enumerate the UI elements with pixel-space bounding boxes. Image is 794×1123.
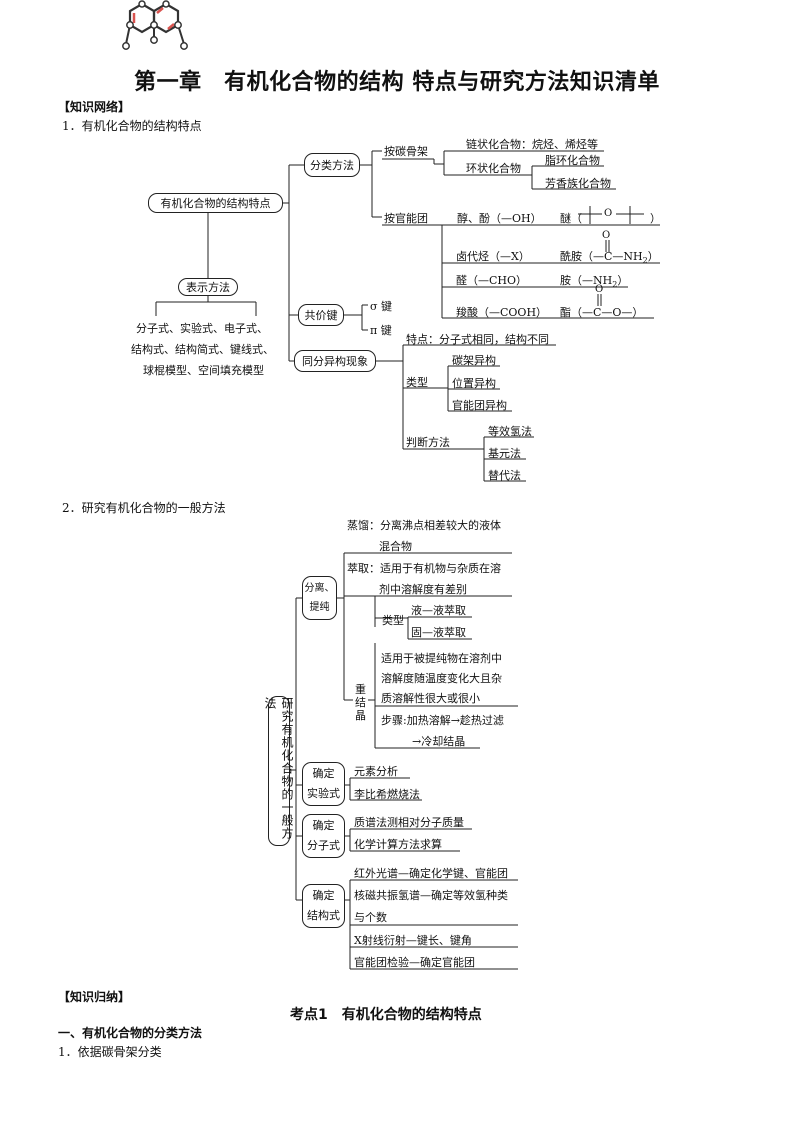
structure-method-3: X射线衍射—键长、键角 <box>354 934 472 947</box>
empirical-formula-node: 确定 实验式 <box>302 762 345 806</box>
represent-items-1: 分子式、实验式、电子式、 <box>136 322 268 335</box>
sub-heading-1: 一、有机化合物的分类方法 <box>58 1026 203 1040</box>
structure-method-2b: 与个数 <box>354 911 387 924</box>
recryst-line-1: 适用于被提纯物在溶剂中 <box>381 652 502 665</box>
alcohol-phenol-label: 醇、酚（—OH） <box>457 212 542 225</box>
recryst-line-2: 溶解度随温度变化大且杂 <box>381 672 502 685</box>
molecular-method-2: 化学计算方法求算 <box>354 838 442 851</box>
structure-method-1: 红外光谱—确定化学键、官能团 <box>354 867 508 880</box>
represent-items-3: 球棍模型、空间填充模型 <box>143 364 264 377</box>
judge-method-3: 替代法 <box>488 469 521 482</box>
alicyclic-label: 脂环化合物 <box>545 154 600 167</box>
ester-o-atom: O <box>595 284 604 295</box>
kaodian-heading: 考点1 有机化合物的结构特点 <box>290 1007 482 1023</box>
recryst-line-3: 质溶解性很大或很小 <box>381 692 480 705</box>
classify-node: 分类方法 <box>304 153 360 177</box>
ester-label: 酯（—C—O—） <box>560 306 644 319</box>
sub-heading-1-1: 1．依据碳骨架分类 <box>58 1045 162 1059</box>
pi-bond-label: π 键 <box>370 324 392 337</box>
recryst-label: 重结晶 <box>355 683 366 722</box>
extract-type-1: 液—液萃取 <box>411 604 466 617</box>
amide-label: 酰胺（—C—NH2） <box>560 250 659 266</box>
section-network-label: 【知识网络】 <box>58 100 131 114</box>
halide-label: 卤代烃（—X） <box>456 250 530 263</box>
recryst-step-2: →冷却结晶 <box>412 735 466 748</box>
page-title: 第一章 有机化合物的结构 特点与研究方法知识清单 <box>134 70 660 95</box>
recryst-step-1: 步骤:加热溶解→趁热过滤 <box>381 714 504 727</box>
ring-compound-label: 环状化合物 <box>466 162 521 175</box>
isomer-type-1: 碳架异构 <box>452 354 496 367</box>
naphthalene-logo-icon <box>122 0 188 50</box>
empirical-method-1: 元素分析 <box>354 765 398 778</box>
molecular-method-1: 质谱法测相对分子质量 <box>354 816 464 829</box>
empirical-method-2: 李比希燃烧法 <box>354 788 420 801</box>
judge-method-2: 基元法 <box>488 447 521 460</box>
by-skeleton-label: 按碳骨架 <box>384 145 428 158</box>
judge-method-1: 等效氢法 <box>488 425 532 438</box>
map1-root-node: 有机化合物的结构特点 <box>148 193 283 213</box>
isomer-type-2: 位置异构 <box>452 377 496 390</box>
isomer-type-3: 官能团异构 <box>452 399 507 412</box>
ether-o-atom: O <box>604 208 613 219</box>
ether-suffix: ） <box>650 212 661 225</box>
chain-compound-label: 链状化合物：烷烃、烯烃等 <box>466 138 598 151</box>
molecular-formula-node: 确定 分子式 <box>302 814 345 858</box>
structure-method-2: 核磁共振氢谱—确定等效氢种类 <box>354 889 508 902</box>
extract-line-1: 萃取：适用于有机物与杂质在溶 <box>347 562 501 575</box>
item-1-heading: 1．有机化合物的结构特点 <box>62 119 202 133</box>
amine-label: 胺（—NH2） <box>560 274 629 290</box>
distill-line-2: 混合物 <box>379 540 412 553</box>
map1-connectors <box>155 150 660 482</box>
aromatic-label: 芳香族化合物 <box>545 177 611 190</box>
extract-type-label: 类型 <box>382 614 404 627</box>
structure-method-4: 官能团检验—确定官能团 <box>354 956 475 969</box>
isomer-node: 同分异构现象 <box>294 350 376 372</box>
isomer-type-label: 类型 <box>406 376 428 389</box>
ether-prefix: 醚（ <box>560 212 582 225</box>
distill-line-1: 蒸馏：分离沸点相差较大的液体 <box>347 519 501 532</box>
covalent-node: 共价键 <box>298 304 344 326</box>
structure-formula-node: 确定 结构式 <box>302 884 345 928</box>
judge-method-label: 判断方法 <box>406 436 450 449</box>
amide-o-atom: O <box>602 230 611 241</box>
aldehyde-label: 醛（—CHO） <box>456 274 528 287</box>
sigma-bond-label: σ 键 <box>370 300 393 313</box>
isomer-feature-label: 特点：分子式相同，结构不同 <box>406 333 549 346</box>
by-group-label: 按官能团 <box>384 212 428 225</box>
acid-label: 羧酸（—COOH） <box>456 306 548 319</box>
section-summary-label: 【知识归纳】 <box>58 990 131 1004</box>
extract-line-2: 剂中溶解度有差别 <box>379 583 467 596</box>
separation-node: 分离、 提纯 <box>302 576 337 620</box>
item-2-heading: 2．研究有机化合物的一般方法 <box>62 501 226 515</box>
represent-items-2: 结构式、结构简式、键线式、 <box>131 343 274 356</box>
map2-root-node: 研究有机化合物的一般方法 <box>263 696 294 846</box>
represent-node: 表示方法 <box>178 278 238 296</box>
extract-type-2: 固—液萃取 <box>411 626 466 639</box>
